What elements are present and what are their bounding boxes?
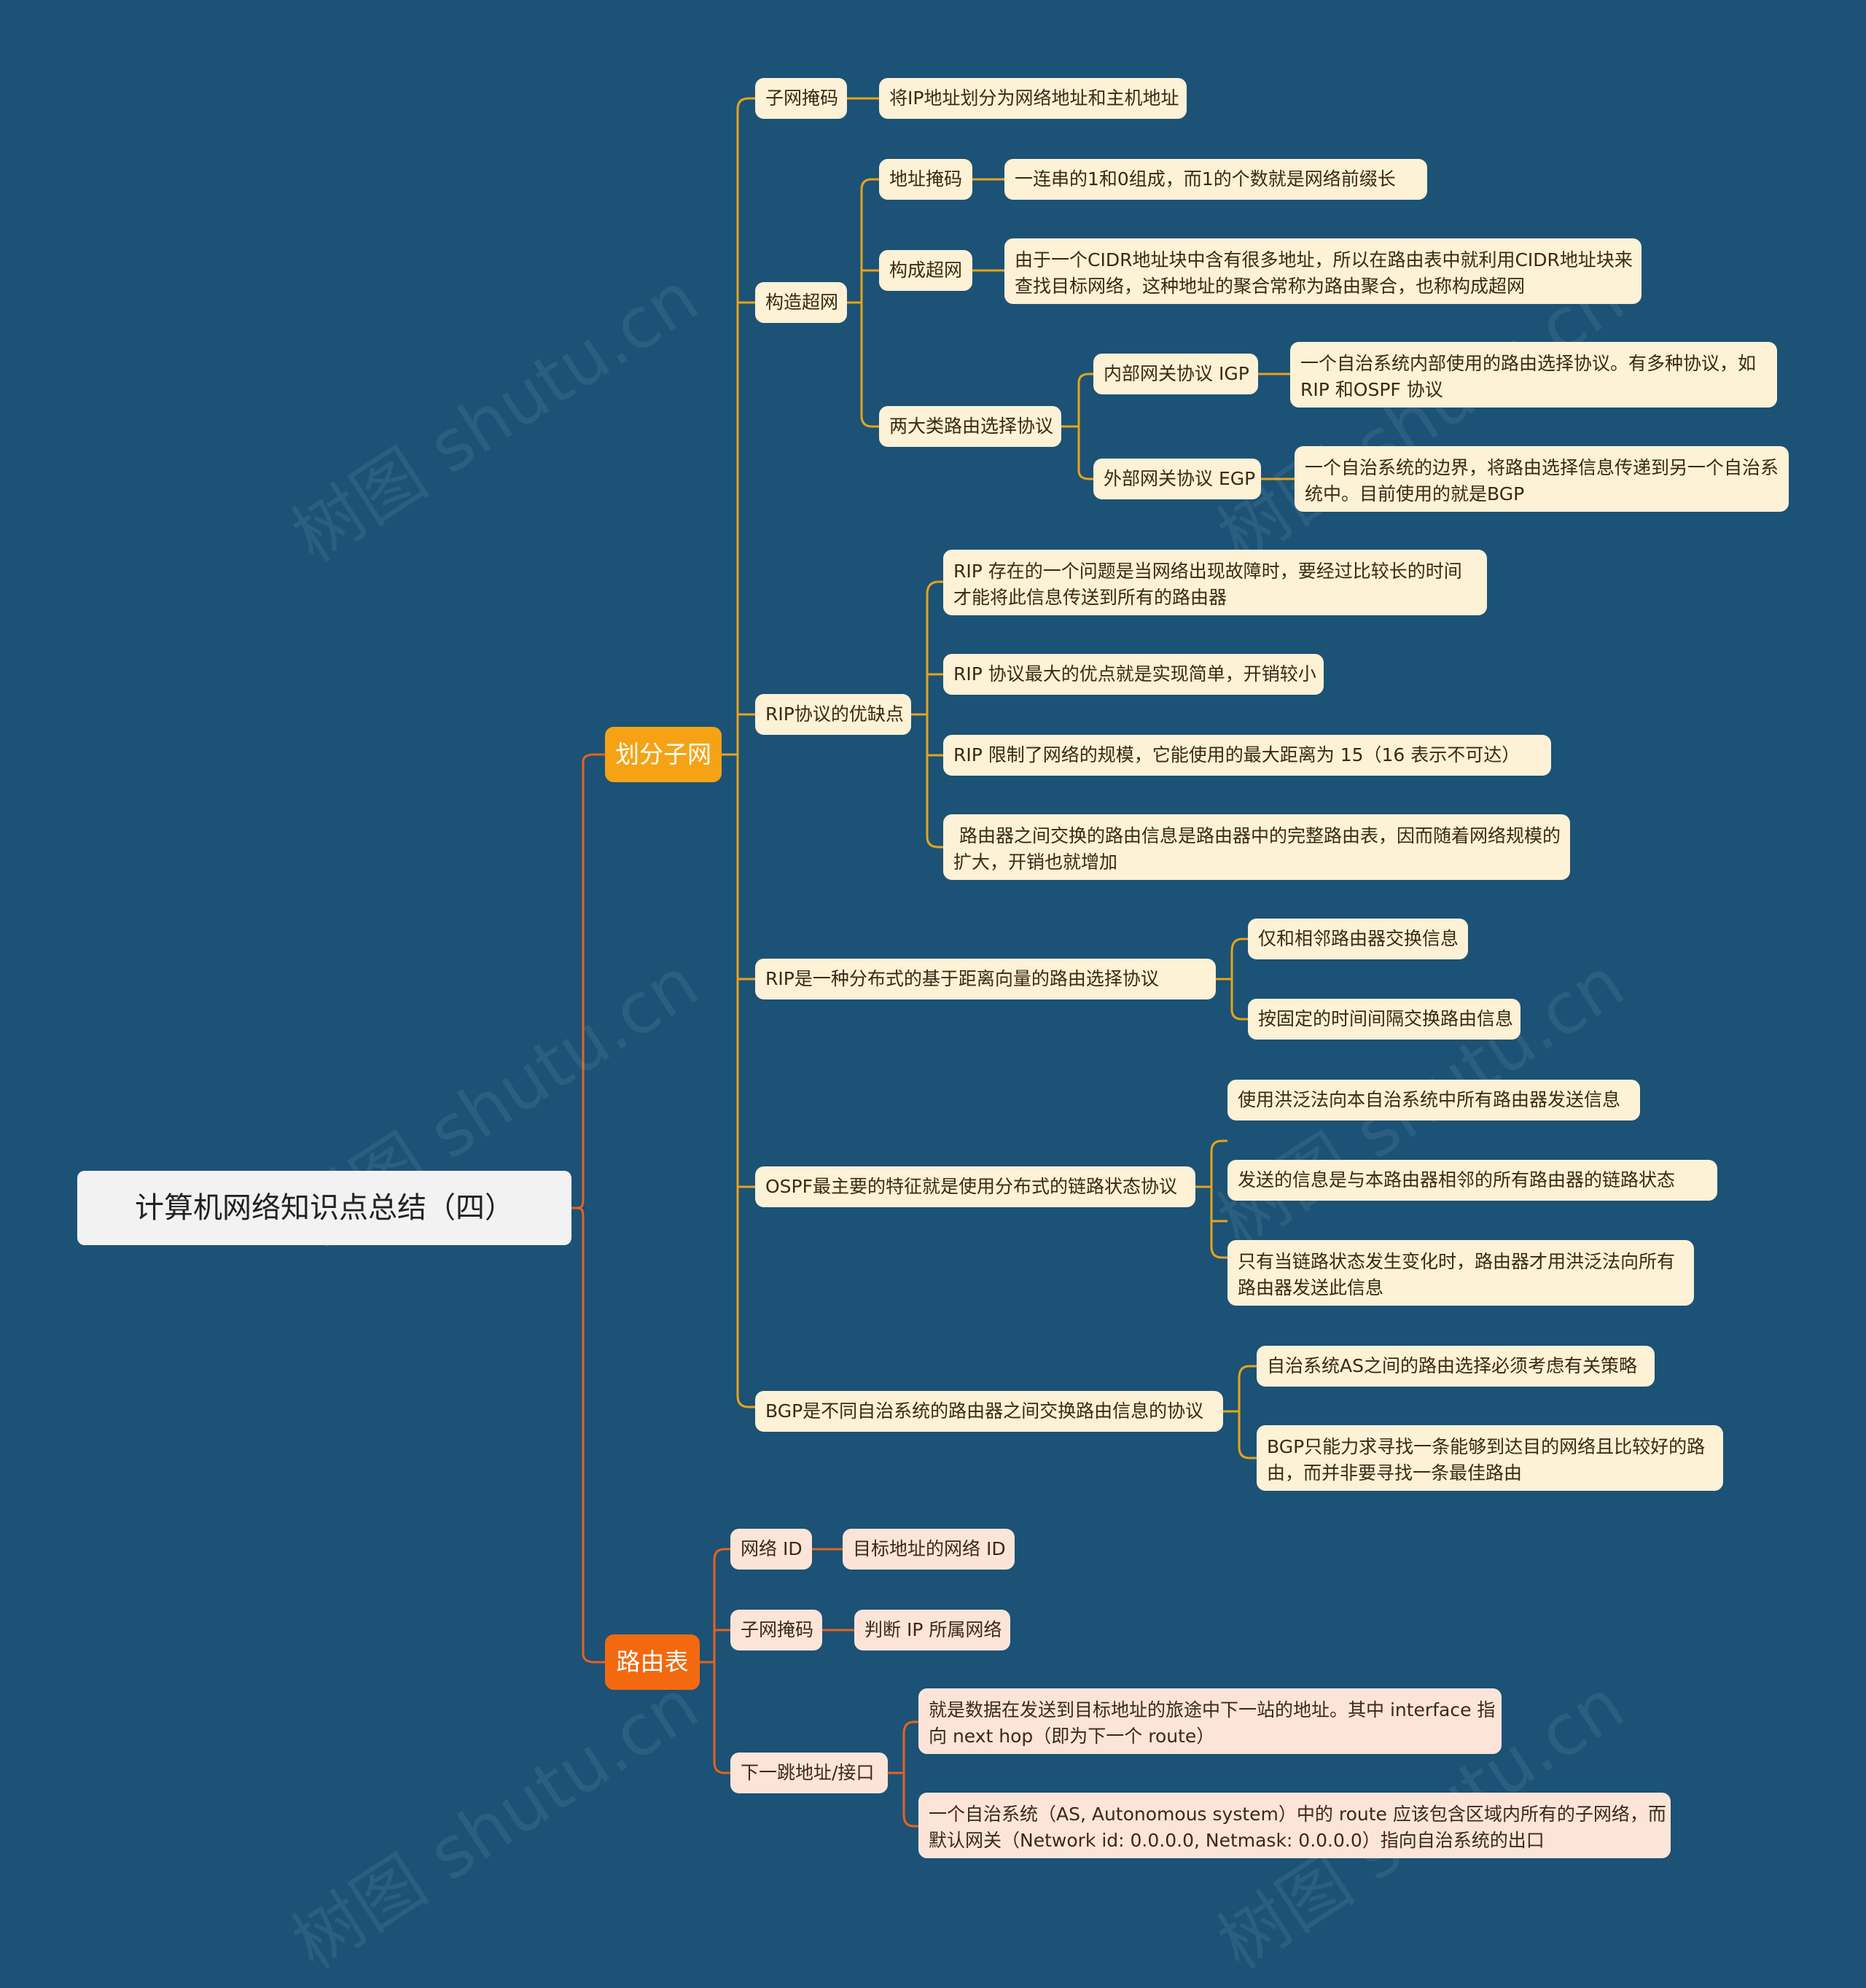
node-next-hop[interactable]: 下一跳地址/接口 [730,1753,888,1793]
node-form-supernet[interactable]: 构成超网 [879,250,972,291]
node-rip-pros-cons[interactable]: RIP协议的优缺点 [755,694,911,735]
node-rip-distance-vector[interactable]: RIP是一种分布式的基于距离向量的路由选择协议 [755,959,1216,999]
node-bgp-item-2[interactable]: BGP只能力求寻找一条能够到达目的网络且比较好的路由，而并非要寻找一条最佳路由 [1257,1425,1723,1491]
node-form-supernet-desc[interactable]: 由于一个CIDR地址块中含有很多地址，所以在路由表中就利用CIDR地址块来查找目… [1004,238,1641,304]
text-line: 统中。目前使用的就是BGP [1305,483,1525,505]
branch-routing-table[interactable]: 路由表 [605,1634,700,1690]
text-line: 一个自治系统（AS, Autonomous system）中的 route 应该… [929,1804,1666,1825]
node-address-mask-desc[interactable]: 一连串的1和0组成，而1的个数就是网络前缀长 [1004,159,1427,200]
node-rip-item-3[interactable]: RIP 限制了网络的规模，它能使用的最大距离为 15（16 表示不可达） [943,735,1551,776]
node-rip-dv-item-1[interactable]: 仅和相邻路由器交换信息 [1248,919,1468,959]
text-line: BGP只能力求寻找一条能够到达目的网络且比较好的路 [1267,1436,1706,1457]
node-network-id-desc[interactable]: 目标地址的网络 ID [843,1529,1015,1570]
node-rip-dv-item-2[interactable]: 按固定的时间间隔交换路由信息 [1248,999,1520,1040]
node-egp-desc[interactable]: 一个自治系统的边界，将路由选择信息传递到另一个自治系统中。目前使用的就是BGP [1295,446,1789,512]
node-bgp-item-1[interactable]: 自治系统AS之间的路由选择必须考虑有关策略 [1257,1346,1655,1387]
text-line: 一个自治系统内部使用的路由选择协议。有多种协议，如 [1300,353,1757,374]
text-line: 一个自治系统的边界，将路由选择信息传递到另一个自治系 [1305,457,1779,478]
text-line: 才能将此信息传送到所有的路由器 [953,587,1227,609]
node-rt-subnet-mask-desc[interactable]: 判断 IP 所属网络 [854,1610,1010,1650]
node-subnet-mask-desc[interactable]: 将IP地址划分为网络地址和主机地址 [879,78,1187,119]
text-line: RIP 和OSPF 协议 [1300,379,1443,401]
text-line: 向 next hop（即为下一个 route） [929,1726,1215,1747]
node-ospf-item-2[interactable]: 发送的信息是与本路由器相邻的所有路由器的链路状态 [1227,1160,1717,1201]
text-line: 由于一个CIDR地址块中含有很多地址，所以在路由表中就利用CIDR地址块来 [1015,249,1633,270]
text-line: 查找目标网络，这种地址的聚合常称为路由聚合，也称构成超网 [1015,276,1526,297]
node-network-id[interactable]: 网络 ID [730,1529,812,1570]
text-line: 只有当链路状态发生变化时，路由器才用洪泛法向所有 [1238,1251,1676,1272]
branch-subnetting[interactable]: 划分子网 [605,727,722,782]
node-igp-desc[interactable]: 一个自治系统内部使用的路由选择协议。有多种协议，如 RIP 和OSPF 协议 [1290,342,1777,408]
node-ospf[interactable]: OSPF最主要的特征就是使用分布式的链路状态协议 [755,1166,1195,1207]
node-ospf-item-1[interactable]: 使用洪泛法向本自治系统中所有路由器发送信息 [1227,1080,1640,1120]
node-next-hop-desc-1[interactable]: 就是数据在发送到目标地址的旅途中下一站的地址。其中 interface 指向 n… [918,1688,1502,1754]
node-rip-item-1[interactable]: RIP 存在的一个问题是当网络出现故障时，要经过比较长的时间才能将此信息传送到所… [943,550,1487,615]
text-line: 路由器之间交换的路由信息是路由器中的完整路由表，因而随着网络规模的 [953,825,1561,846]
node-rt-subnet-mask[interactable]: 子网掩码 [730,1610,822,1650]
node-ospf-item-3[interactable]: 只有当链路状态发生变化时，路由器才用洪泛法向所有路由器发送此信息 [1227,1240,1694,1306]
connector-lines [571,97,1295,1828]
node-address-mask[interactable]: 地址掩码 [879,159,972,200]
node-next-hop-desc-2[interactable]: 一个自治系统（AS, Autonomous system）中的 route 应该… [918,1793,1671,1858]
text-line: 扩大，开销也就增加 [953,851,1118,873]
node-egp[interactable]: 外部网关协议 EGP [1093,459,1261,499]
node-bgp[interactable]: BGP是不同自治系统的路由器之间交换路由信息的协议 [755,1391,1223,1432]
root-topic[interactable]: 计算机网络知识点总结（四） [77,1171,571,1245]
node-rip-item-2[interactable]: RIP 协议最大的优点就是实现简单，开销较小 [943,654,1324,695]
node-rip-item-4[interactable]: 路由器之间交换的路由信息是路由器中的完整路由表，因而随着网络规模的扩大，开销也就… [943,814,1570,880]
text-line: 由，而并非要寻找一条最佳路由 [1267,1462,1523,1484]
node-two-routing-protocols[interactable]: 两大类路由选择协议 [879,406,1061,447]
node-igp[interactable]: 内部网关协议 IGP [1093,354,1258,394]
text-line: 默认网关（Network id: 0.0.0.0, Netmask: 0.0.0… [929,1830,1545,1852]
node-construct-supernet[interactable]: 构造超网 [755,282,847,323]
node-subnet-mask[interactable]: 子网掩码 [755,78,847,119]
text-line: 就是数据在发送到目标地址的旅途中下一站的地址。其中 interface 指 [929,1699,1496,1720]
text-line: RIP 存在的一个问题是当网络出现故障时，要经过比较长的时间 [953,561,1462,582]
text-line: 路由器发送此信息 [1238,1277,1384,1299]
